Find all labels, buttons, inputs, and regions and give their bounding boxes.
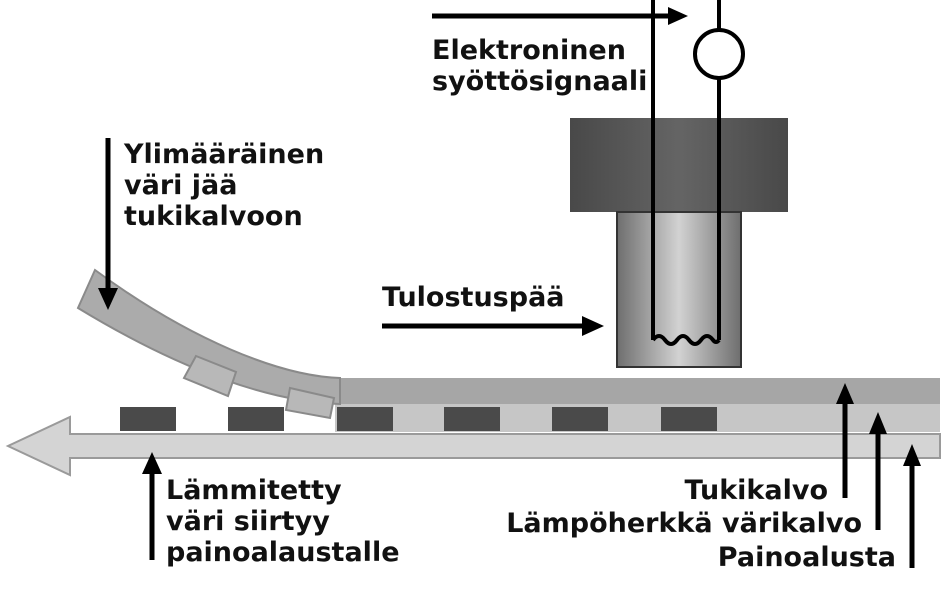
heated-dye-label-line2: väri siirtyy [166, 506, 330, 537]
signal-source-icon [693, 28, 745, 80]
excess-dye-blocks [182, 354, 336, 420]
peeled-carrier-film [76, 268, 341, 406]
transferred-dye-blocks [120, 407, 717, 431]
signal-circuit [651, 0, 721, 346]
input-signal-label-line1: Elektroninen [432, 35, 626, 66]
heated-dye-label-line3: painoalaustalle [166, 537, 400, 568]
print-head [570, 118, 788, 368]
input-signal-label-line2: syöttösignaali [432, 66, 647, 97]
heated-dye-label-line1: Lämmitetty [166, 475, 342, 506]
print-head-label: Tulostuspää [382, 282, 565, 313]
dye-film-label: Lämpöherkkä värikalvo [506, 508, 862, 539]
dye-film-band [335, 404, 940, 432]
substrate-label: Painoalusta [718, 542, 896, 573]
arrows [98, 7, 921, 568]
excess-dye-label-line3: tukikalvoon [124, 201, 303, 232]
carrier-film-label: Tukikalvo [685, 475, 828, 506]
excess-dye-label-line1: Ylimääräinen [123, 139, 324, 170]
excess-dye-label-line2: väri jää [124, 170, 237, 201]
substrate-band [5, 415, 941, 477]
